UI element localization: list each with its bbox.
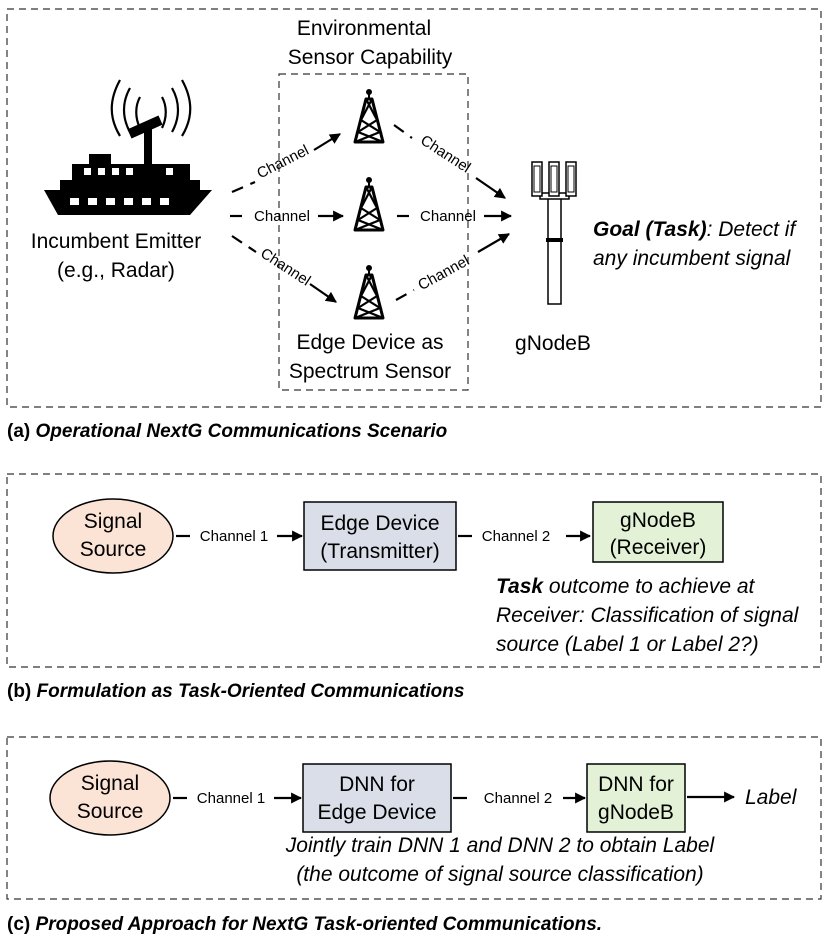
goal-line1: Goal (Task): Detect if [593,218,797,241]
goal-rest: : Detect if [707,218,798,241]
task-rest: outcome to achieve at [543,575,755,598]
channel-bottom-to-gnodeb: Channel [395,233,510,301]
panel-b-caption-prefix: (b) [7,681,31,702]
note-line2: (the outcome of signal source classifica… [296,863,703,886]
edge-sensor-line1: Edge Device as [296,331,443,354]
edge-device-node [303,501,457,571]
note-line1: Jointly train DNN 1 and DNN 2 to obtain … [285,834,716,857]
panel-c-caption-prefix: (c) [7,914,30,935]
signal-source-line2: Source [80,538,147,561]
panel-a: Incumbent Emitter (e.g., Radar) Environm… [6,8,822,442]
channel-emitter-to-middle: Channel [230,208,345,225]
emitter-label-line1: Incumbent Emitter [31,230,201,253]
dnn-edge-device-node [302,763,452,833]
panel-c-caption: (c) Proposed Approach for NextG Task-ori… [7,914,602,935]
panel-b-caption: (b) Formulation as Task-Oriented Communi… [7,681,464,702]
dnn-gnodeb-node [586,763,686,833]
signal-source-node [52,498,174,574]
gnodeb-label: gNodeB [515,332,591,355]
signal-source-line2: Source [77,800,144,823]
task-line3: source (Label 1 or Label 2?) [496,633,759,656]
task-line1: Task outcome to achieve at [496,575,756,598]
panel-a-caption: (a) Operational NextG Communications Sce… [7,421,447,442]
channel-emitter-to-bottom: Channel [231,235,337,303]
tower-icon-bottom [353,263,385,320]
channel-label: Channel [254,208,310,225]
channel-middle-to-gnodeb: Channel [397,208,513,225]
panel-a-caption-prefix: (a) [7,421,30,442]
task-line2: Receiver: Classification of signal [496,604,800,627]
channel1-label: Channel 1 [197,790,265,807]
panel-a-caption-text: Operational NextG Communications Scenari… [36,421,448,442]
gnodeb-antenna-icon [531,161,577,305]
ship-icon [44,79,212,215]
signal-source-line1: Signal [81,772,139,795]
tower-icon-middle [353,175,385,232]
dnn-gnodeb-line1: DNN for [598,773,674,796]
label-output: Label [745,786,798,809]
sensor-capability-line2: Sensor Capability [288,46,453,69]
panel-c: Signal Source Channel 1 DNN for Edge Dev… [6,736,822,935]
gnodeb-line1: gNodeB [620,509,696,532]
channel-top-to-gnodeb: Channel [393,124,506,199]
channel-label: Channel [417,132,473,177]
channel-label: Channel [415,252,472,294]
gnodeb-line2: (Receiver) [610,536,707,559]
goal-line2: any incumbent signal [593,247,792,270]
channel1-label: Channel 1 [200,528,268,545]
emitter-label-line2: (e.g., Radar) [57,259,175,282]
channel2-label: Channel 2 [482,528,550,545]
edge-sensor-line2: Spectrum Sensor [289,360,451,383]
signal-source-node [49,760,171,836]
dnn-edge-line1: DNN for [339,773,415,796]
tower-icon-top [353,87,385,144]
channel2-label: Channel 2 [484,790,552,807]
channel-label: Channel [257,245,313,290]
gnodeb-receiver-node [592,501,724,563]
sensor-capability-line1: Environmental [297,17,431,40]
task-bold: Task [496,575,544,598]
panel-b-caption-text: Formulation as Task-Oriented Communicati… [37,681,465,702]
sensor-capability-box [278,73,469,391]
goal-bold: Goal (Task) [593,218,707,241]
panel-b: Signal Source Channel 1 Edge Device (Tra… [6,473,822,702]
channel-label: Channel [254,142,312,183]
edge-device-line2: (Transmitter) [320,540,439,563]
dnn-edge-line2: Edge Device [317,801,436,824]
signal-source-line1: Signal [84,510,142,533]
panel-a-frame [6,8,822,408]
panel-c-frame [6,736,822,900]
dnn-gnodeb-line2: gNodeB [598,801,674,824]
panel-c-caption-text: Proposed Approach for NextG Task-oriente… [36,914,603,935]
edge-device-line1: Edge Device [320,512,439,535]
channel-label: Channel [420,208,476,225]
channel-emitter-to-top: Channel [231,133,341,194]
